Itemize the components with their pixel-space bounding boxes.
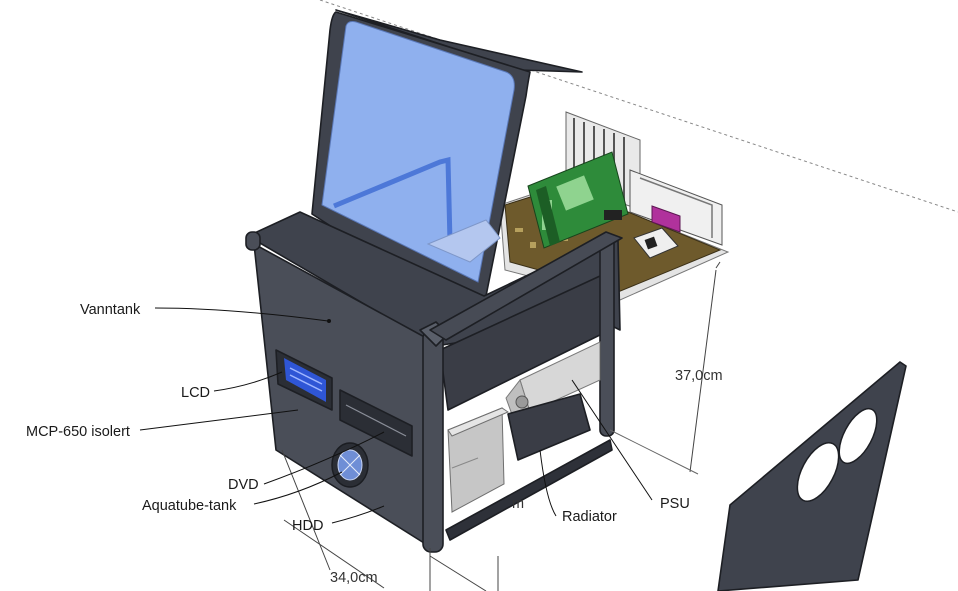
lcd-screen [284, 358, 326, 402]
leader-radiator [539, 449, 557, 517]
label-aquatube-tank: Aquatube-tank [142, 498, 237, 514]
dimension-hidden-fragment: m [512, 496, 524, 512]
label-mcp-650: MCP-650 isolert [26, 424, 130, 440]
glass-window-lid [311, 9, 583, 307]
label-dvd: DVD [228, 477, 259, 493]
dimension-height [609, 261, 721, 475]
label-lcd: LCD [181, 385, 210, 401]
leader-aquatube [253, 471, 343, 505]
construction-guide-line [319, 0, 958, 213]
leader-psu [571, 379, 653, 501]
side-panel-removed [717, 361, 907, 591]
dimension-height-label: 37,0cm [675, 368, 723, 384]
label-radiator: Radiator [562, 509, 617, 525]
label-psu: PSU [660, 496, 690, 512]
leader-vanntank [154, 307, 329, 322]
leader-hdd [331, 505, 385, 524]
leader-mcp [139, 409, 299, 431]
case-body [245, 211, 623, 553]
aquatube-tank-window [331, 442, 369, 488]
dvd-drive [339, 389, 413, 457]
leader-dvd [263, 431, 385, 485]
radiator-block [507, 393, 591, 461]
label-vanntank: Vanntank [80, 302, 141, 318]
window-glass [321, 21, 515, 283]
dimension-width [281, 449, 499, 591]
ram-module [651, 205, 681, 233]
leader-lcd [213, 371, 283, 392]
dimension-width-label: 34,0cm [330, 570, 378, 586]
label-hdd: HDD [292, 518, 323, 534]
